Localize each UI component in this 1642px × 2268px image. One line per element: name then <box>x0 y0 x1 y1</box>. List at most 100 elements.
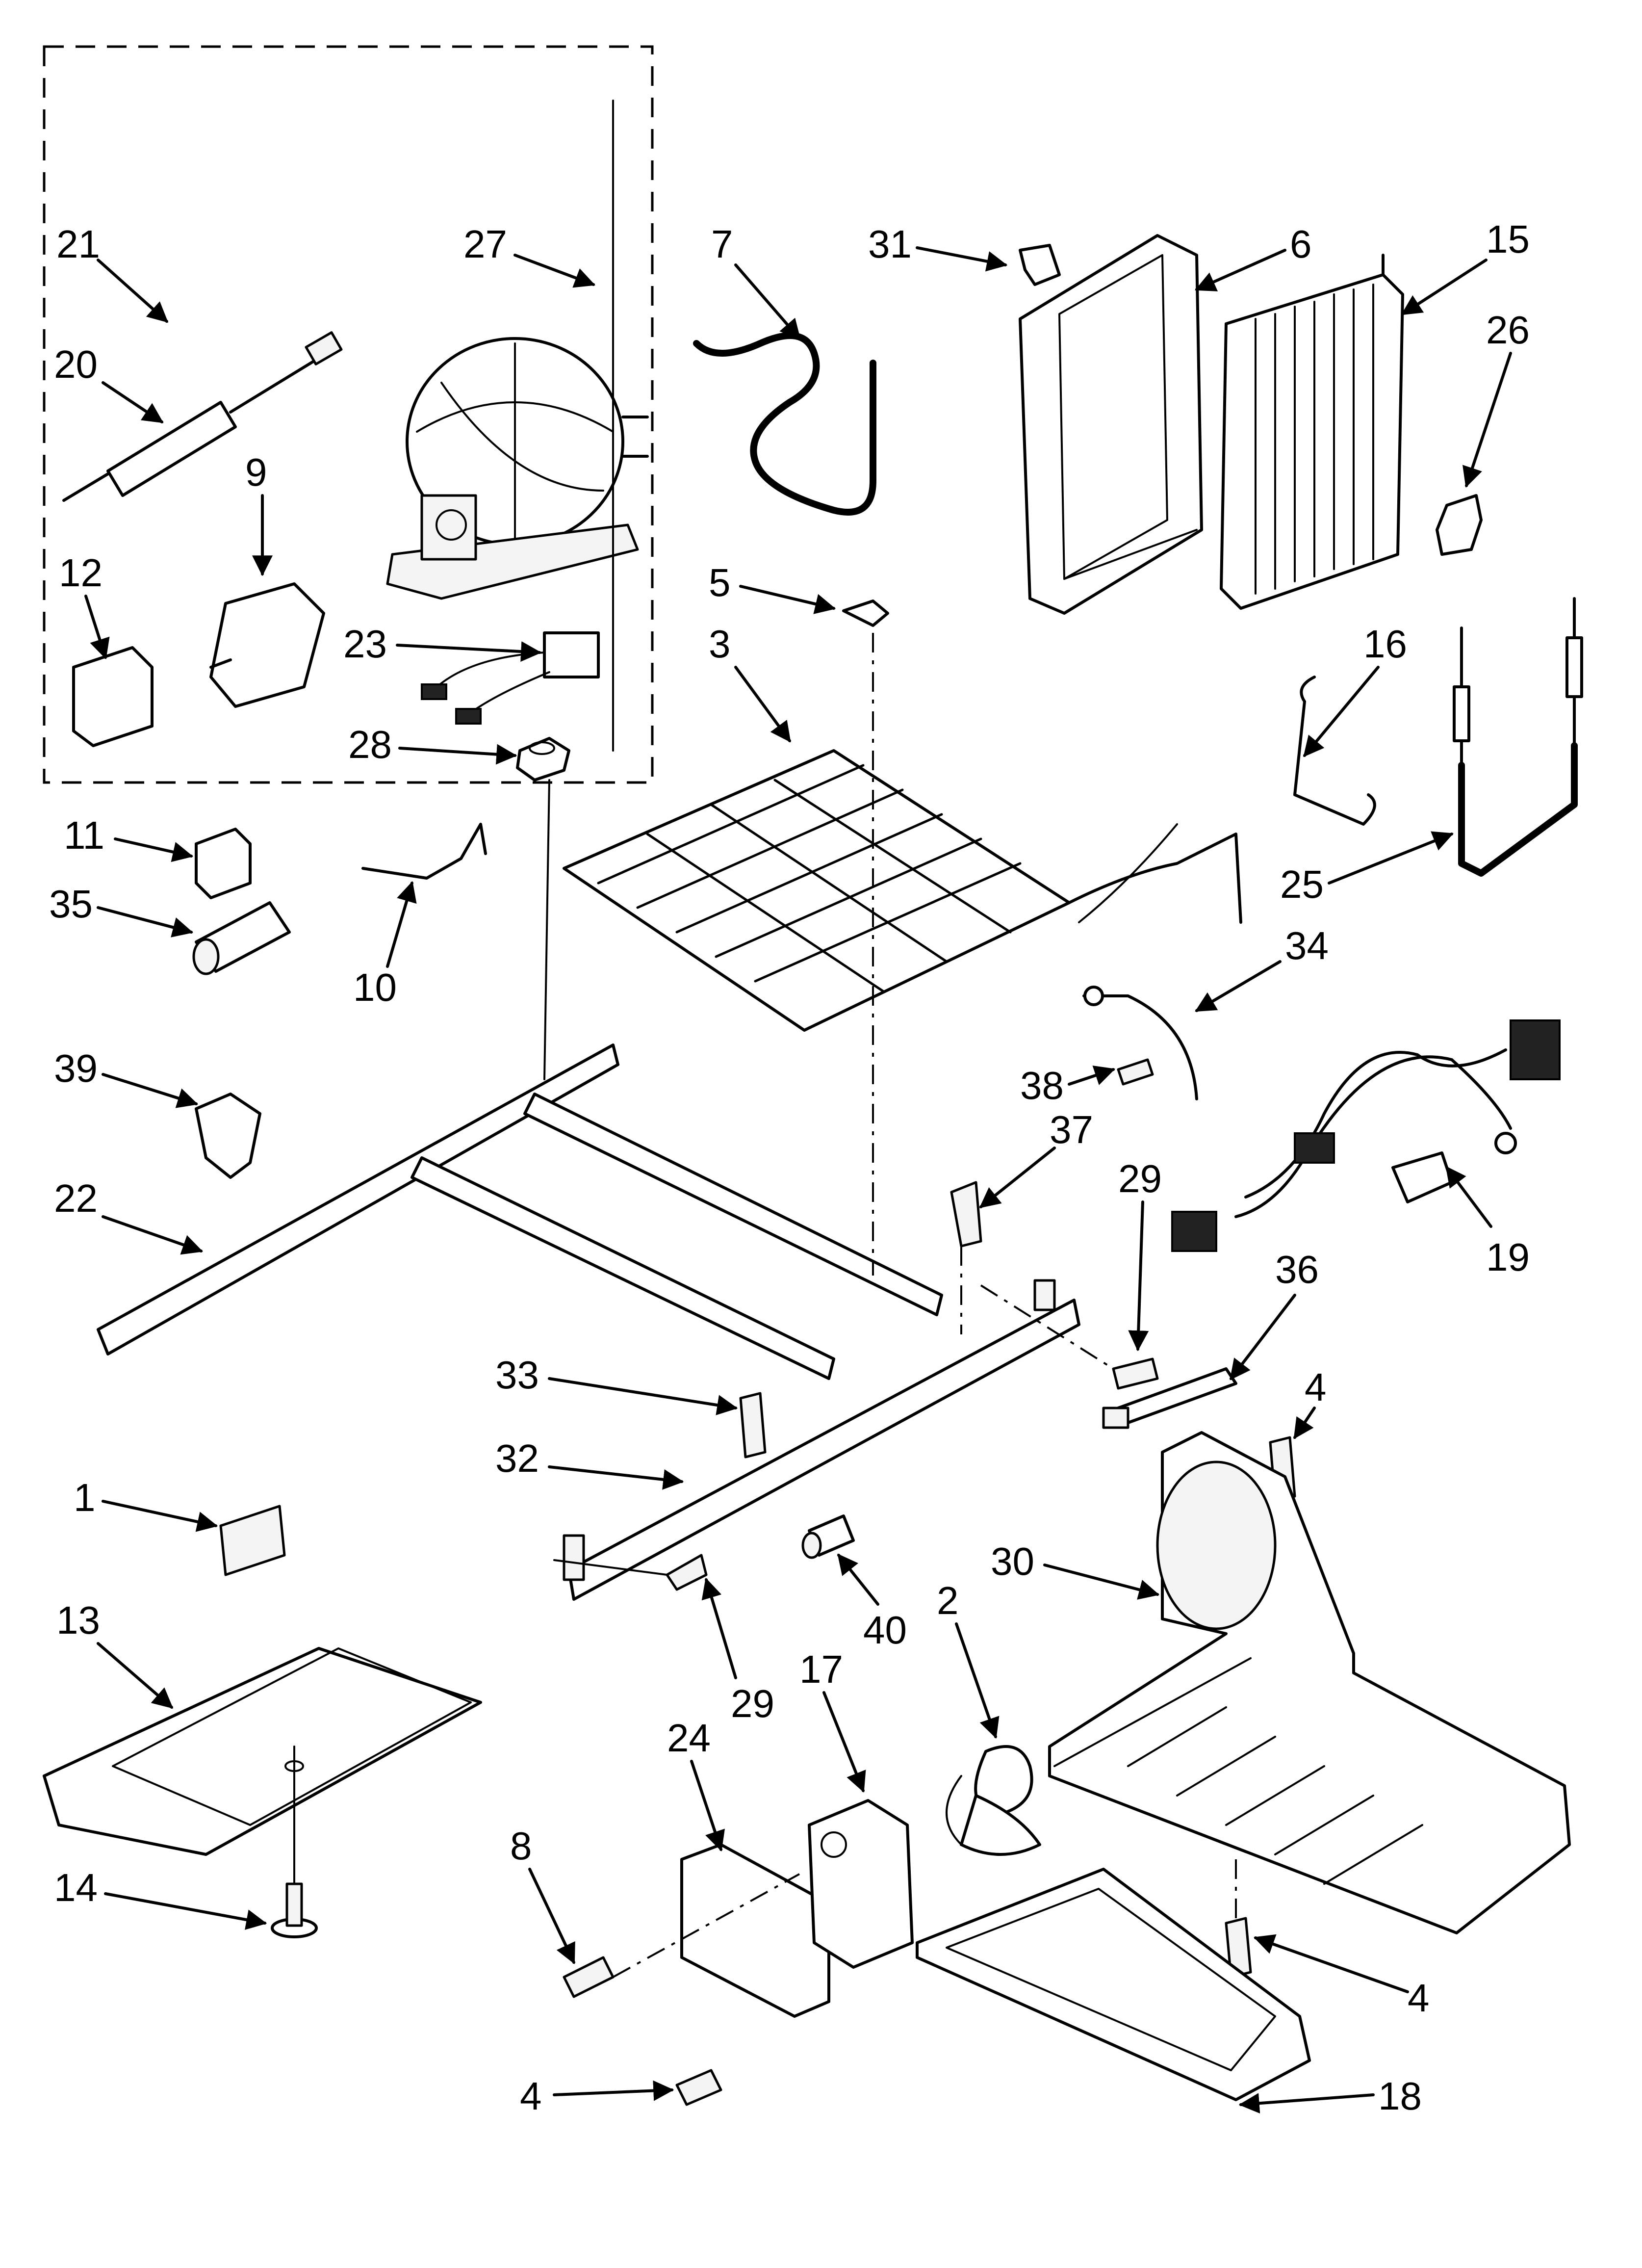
callout-4b: 4 <box>520 2074 674 2118</box>
compressor-part <box>386 337 649 600</box>
callout-label: 29 <box>1118 1157 1162 1200</box>
assembly-lines <box>293 100 1252 1978</box>
callout-label: 25 <box>1280 862 1324 906</box>
cable-tie-36-part <box>1102 1367 1237 1429</box>
motor-17-part <box>808 1799 914 1969</box>
callout-20: 20 <box>54 342 164 423</box>
screw-4b-part <box>675 2069 722 2106</box>
callout-9: 9 <box>245 450 273 576</box>
callout-label: 35 <box>49 882 93 926</box>
overload-part <box>72 646 154 747</box>
callout-24: 24 <box>667 1716 725 1851</box>
fan-2-part <box>946 1745 1041 1856</box>
callout-label: 3 <box>709 622 731 666</box>
clip-26-part <box>1436 494 1483 556</box>
callout-label: 6 <box>1290 222 1312 266</box>
callout-label: 32 <box>495 1436 539 1480</box>
callout-18: 18 <box>1238 2074 1422 2118</box>
callout-label: 15 <box>1486 217 1530 261</box>
callout-27: 27 <box>463 222 595 288</box>
screw-29b-part <box>666 1554 708 1591</box>
callout-40: 40 <box>837 1553 907 1652</box>
callout-label: 34 <box>1285 924 1329 967</box>
callout-2: 2 <box>937 1579 1000 1739</box>
callout-label: 14 <box>54 1866 98 1909</box>
callout-30: 30 <box>991 1539 1160 1600</box>
callout-label: 16 <box>1363 622 1407 666</box>
callout-11: 11 <box>64 813 194 862</box>
plug-40-part <box>801 1514 855 1559</box>
callout-label: 21 <box>56 222 100 266</box>
label-1-part <box>219 1505 286 1576</box>
relay-part <box>209 582 325 708</box>
callout-8: 8 <box>510 1824 575 1964</box>
callout-25: 25 <box>1280 831 1454 906</box>
callout-label: 4 <box>1305 1365 1327 1409</box>
callout-4a: 4 <box>1293 1365 1327 1439</box>
screw-8-part <box>563 1956 615 1998</box>
callout-35: 35 <box>49 882 194 938</box>
screw-29a-part <box>1112 1357 1159 1390</box>
crossbar-32-part <box>563 1279 1080 1601</box>
callout-36: 36 <box>1230 1248 1319 1381</box>
callout-33: 33 <box>495 1353 738 1415</box>
callout-label: 29 <box>731 1682 774 1725</box>
callout-23: 23 <box>343 622 542 666</box>
callout-22: 22 <box>54 1176 203 1255</box>
dryer-part <box>62 331 343 502</box>
callout-label: 10 <box>353 965 397 1009</box>
callout-29b: 29 <box>701 1577 774 1725</box>
callout-label: 40 <box>863 1608 907 1652</box>
callout-label: 2 <box>937 1579 959 1622</box>
clip-31-part <box>1019 244 1061 286</box>
tube-16-part <box>1293 676 1376 826</box>
wire-harness-19-part <box>1171 1019 1561 1252</box>
callout-label: 23 <box>343 622 387 666</box>
callout-label: 26 <box>1486 308 1530 352</box>
foot-14-part <box>271 1882 318 1938</box>
callout-label: 8 <box>510 1824 532 1868</box>
frame-22-part <box>97 1043 943 1380</box>
callout-label: 18 <box>1378 2074 1422 2118</box>
callout-37: 37 <box>979 1108 1093 1208</box>
callout-32: 32 <box>495 1436 684 1490</box>
tube-25-part <box>1453 597 1583 877</box>
callout-12: 12 <box>59 551 110 660</box>
callout-31: 31 <box>868 222 1008 272</box>
callout-label: 1 <box>74 1476 96 1519</box>
screw-4c-part <box>1225 1917 1252 1979</box>
grommet-part <box>516 737 570 782</box>
callout-1: 1 <box>74 1476 218 1532</box>
callout-label: 27 <box>463 222 507 266</box>
callout-label: 20 <box>54 342 98 386</box>
callout-13: 13 <box>56 1598 174 1709</box>
callout-26: 26 <box>1462 308 1530 488</box>
callout-label: 36 <box>1275 1248 1319 1291</box>
callout-label: 11 <box>64 813 104 857</box>
callout-17: 17 <box>799 1647 866 1793</box>
callout-19: 19 <box>1445 1166 1530 1279</box>
callout-29a: 29 <box>1118 1157 1162 1352</box>
callout-label: 4 <box>1408 1976 1430 2020</box>
callout-label: 13 <box>56 1598 100 1642</box>
callout-label: 30 <box>991 1539 1034 1583</box>
callout-label: 37 <box>1050 1108 1093 1151</box>
callout-4c: 4 <box>1254 1934 1430 2020</box>
evaporator-3-part <box>563 749 1242 1032</box>
callout-14: 14 <box>54 1866 267 1930</box>
callout-6: 6 <box>1195 222 1312 291</box>
screw-37-part <box>950 1181 982 1248</box>
bracket-24-part <box>680 1843 830 2018</box>
shroud-6-part <box>1019 234 1203 615</box>
callout-label: 17 <box>799 1647 843 1691</box>
callout-label: 5 <box>709 561 731 604</box>
callout-21: 21 <box>56 222 169 323</box>
callout-label: 39 <box>54 1046 98 1090</box>
bracket-39-part <box>195 1093 261 1179</box>
drain-pan-18-part <box>916 1868 1311 2101</box>
callout-label: 28 <box>348 723 392 766</box>
callout-39: 39 <box>54 1046 199 1108</box>
callout-label: 7 <box>711 222 733 266</box>
callout-16: 16 <box>1303 622 1407 757</box>
